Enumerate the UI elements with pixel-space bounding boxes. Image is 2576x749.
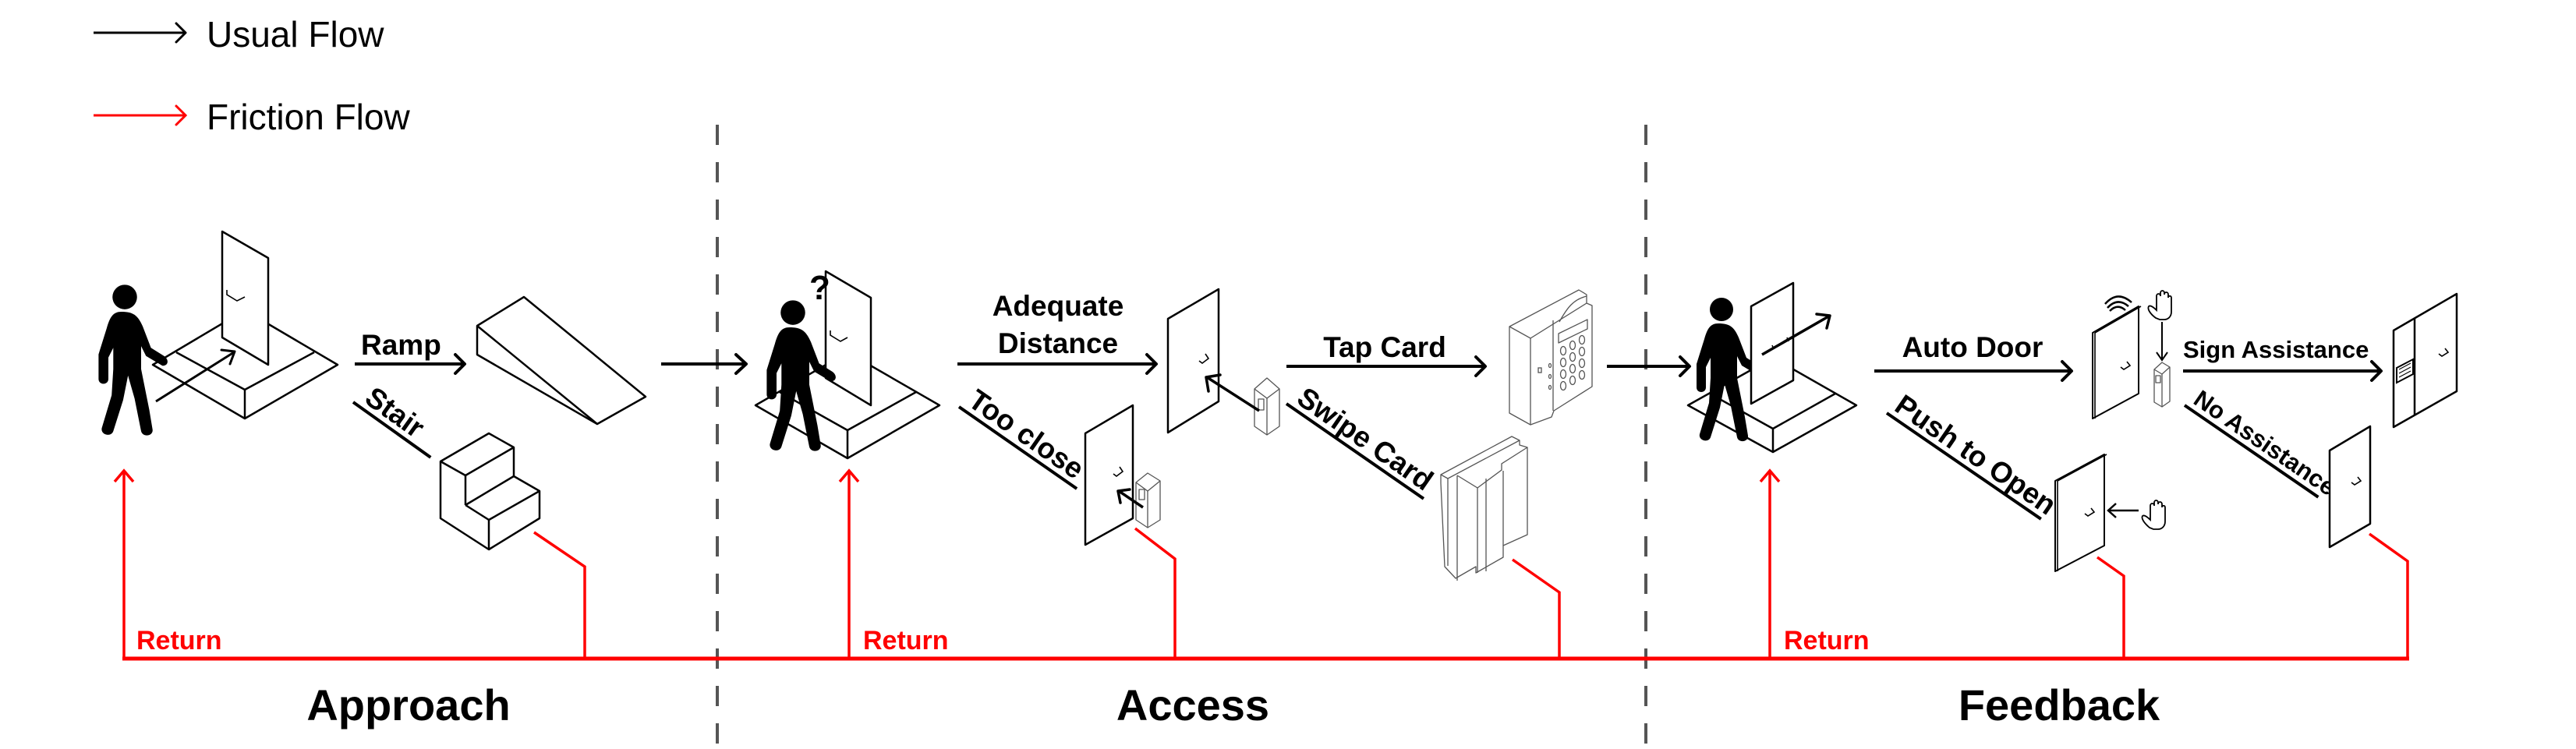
no-assistance-branch-line xyxy=(2183,404,2319,499)
swipe-reader-icon xyxy=(1440,436,1528,581)
confused-question-mark: ? xyxy=(809,269,830,307)
card-reader-icon xyxy=(1254,377,1280,436)
swipe-card-branch: Swipe Card xyxy=(1285,381,1439,500)
reach-arrow-icon xyxy=(1116,488,1144,509)
return-label-approach: Return xyxy=(136,626,222,655)
too-close-friction-line xyxy=(1134,527,1177,659)
platform-icon xyxy=(151,309,339,420)
push-to-open-branch-line xyxy=(1885,412,2042,521)
friction-flow-arrowhead-icon xyxy=(175,104,188,126)
reach-arrow-icon xyxy=(1205,373,1260,412)
too-close-branch-line xyxy=(957,405,1078,490)
door-icon xyxy=(2328,425,2372,549)
sign-assistance-label: Sign Assistance xyxy=(2183,336,2369,363)
walking-person-icon xyxy=(98,284,168,436)
push-to-open-branch: Push to Open xyxy=(1885,388,2062,521)
legend-friction-flow-label: Friction Flow xyxy=(207,97,410,137)
door-icon xyxy=(1750,281,1795,405)
hand-icon xyxy=(2141,500,2166,530)
pass-through-arrow-icon xyxy=(1761,313,1831,356)
no-assistance-label: No Assistance xyxy=(2189,385,2341,501)
adequate-distance-label-line1: Adequate xyxy=(993,290,1124,322)
flow-arrowhead-icon xyxy=(1145,353,1158,375)
stage-title-approach: Approach xyxy=(306,680,510,730)
too-close-branch: Too close xyxy=(957,383,1090,490)
ramp-flow-arrowhead-icon xyxy=(454,353,466,375)
auto-door-label: Auto Door xyxy=(1902,331,2043,363)
hand-icon xyxy=(2147,290,2172,320)
return-arrowhead-icon xyxy=(113,468,135,483)
return-arrowhead-icon xyxy=(838,468,860,483)
no-assistance-friction-line xyxy=(2368,532,2409,659)
stair-branch: Stair xyxy=(352,380,432,459)
door-icon xyxy=(221,230,270,366)
sign-plate-icon xyxy=(2396,358,2414,384)
return-arrowhead-icon xyxy=(1759,468,1781,483)
keypad-terminal-icon xyxy=(1509,289,1593,426)
legend-usual-flow-label: Usual Flow xyxy=(207,14,384,55)
door-icon xyxy=(824,270,872,407)
stair-friction-line xyxy=(533,531,586,659)
stage-approach: Ramp Stair Return Approach xyxy=(98,230,748,730)
press-arrow-icon xyxy=(2156,322,2168,362)
swipe-card-friction-line xyxy=(1511,558,1561,659)
stage-title-feedback: Feedback xyxy=(1959,680,2160,730)
swipe-card-branch-line xyxy=(1285,402,1425,500)
door-icon xyxy=(1166,288,1220,434)
ramp-icon xyxy=(476,295,647,426)
flow-arrowhead-icon xyxy=(734,353,748,375)
push-arrow-icon xyxy=(2107,503,2139,518)
adequate-distance-label-line2: Distance xyxy=(998,327,1118,359)
flow-arrowhead-icon xyxy=(2370,360,2383,382)
push-to-open-friction-line xyxy=(2096,556,2125,659)
door-icon xyxy=(2054,454,2107,572)
legend-friction-flow: Friction Flow xyxy=(94,97,410,137)
double-door-icon xyxy=(2392,292,2458,429)
tap-card-label: Tap Card xyxy=(1323,331,1446,363)
door-icon xyxy=(2092,306,2142,419)
stair-icon xyxy=(439,432,541,551)
card-reader-icon xyxy=(1135,472,1161,528)
no-assistance-branch: No Assistance xyxy=(2183,385,2341,501)
usual-flow-arrowhead-icon xyxy=(175,22,187,44)
legend-usual-flow: Usual Flow xyxy=(94,14,384,55)
access-pillar-icon xyxy=(2153,362,2171,408)
stair-branch-line xyxy=(352,401,432,459)
enter-arrow-icon xyxy=(155,348,236,403)
wireless-signal-icon xyxy=(2104,295,2132,312)
return-label-access: Return xyxy=(863,626,949,655)
stage-feedback: Auto Door Sign Assistance xyxy=(1686,281,2458,730)
push-to-open-label: Push to Open xyxy=(1889,388,2061,521)
return-label-feedback: Return xyxy=(1784,626,1870,655)
flow-arrowhead-icon xyxy=(2061,360,2073,382)
flow-arrowhead-icon xyxy=(1679,355,1691,377)
stage-title-access: Access xyxy=(1116,680,1269,730)
ramp-label: Ramp xyxy=(361,329,441,361)
swipe-card-label: Swipe Card xyxy=(1292,381,1439,496)
too-close-label: Too close xyxy=(963,383,1090,486)
door-icon xyxy=(1084,404,1134,546)
stair-label: Stair xyxy=(359,380,430,443)
legend: Usual Flow Friction Flow xyxy=(94,14,410,137)
flow-arrowhead-icon xyxy=(1474,355,1487,377)
